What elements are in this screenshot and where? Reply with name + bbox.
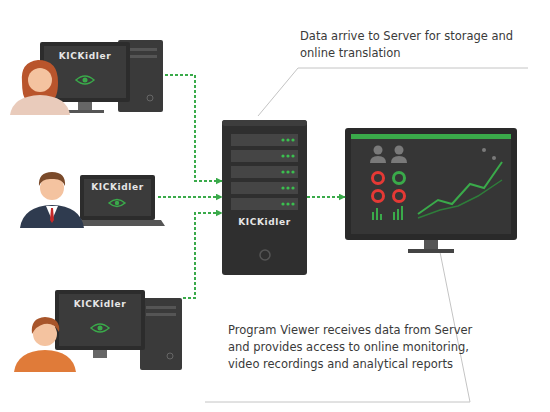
user-icon [374, 146, 383, 155]
hair [32, 317, 59, 334]
server-box: KICKidlerData arrive to Server for stora… [222, 120, 307, 275]
data-flow-arrow [183, 213, 222, 298]
monitor-stand [424, 240, 438, 249]
status-led [286, 186, 289, 189]
bar [376, 208, 378, 220]
ring-indicator [394, 191, 405, 202]
status-led [281, 154, 284, 157]
user-icon [370, 156, 386, 163]
hair [39, 172, 65, 186]
tower-slot [146, 306, 176, 309]
status-led [291, 202, 294, 205]
tower-button [167, 353, 173, 359]
monitor-frame [55, 290, 145, 350]
window-bar [351, 134, 511, 139]
workstation-illustration [10, 40, 163, 115]
ring-indicator [394, 173, 405, 184]
status-led [291, 170, 294, 173]
monitor-base [66, 110, 104, 113]
chart-dot [492, 156, 496, 160]
data-flow-arrow [307, 196, 345, 198]
eye-pupil [115, 201, 119, 205]
leader-line [258, 68, 528, 116]
monitor-base [408, 249, 454, 253]
status-led [281, 202, 284, 205]
viewer-illustration [345, 128, 517, 253]
eye-outline [109, 200, 125, 207]
callout-text: Program Viewer receives data from Server… [228, 322, 490, 373]
laptop-screen [80, 175, 155, 220]
monitor-frame [345, 128, 517, 240]
monitor-stand [78, 102, 92, 110]
logo-text: KICKidler [40, 51, 130, 61]
bar [393, 212, 395, 220]
status-led [286, 170, 289, 173]
eye-icon [91, 324, 109, 332]
workstation-illustration [14, 290, 182, 372]
user-icon [395, 146, 404, 155]
hair [28, 66, 50, 75]
ring-indicator [373, 173, 384, 184]
status-led [281, 138, 284, 141]
status-led [281, 170, 284, 173]
monitor-screen [351, 134, 511, 234]
eye-pupil [98, 326, 103, 331]
server-illustration [222, 120, 307, 275]
rack-unit [231, 166, 298, 178]
bar [380, 214, 382, 220]
face [28, 68, 52, 92]
logo-text: KICKidler [80, 182, 155, 192]
server-body [222, 120, 307, 275]
eye-outline [76, 76, 94, 84]
bar [397, 209, 399, 220]
logo-text: KICKidler [55, 299, 145, 309]
bar [401, 206, 403, 220]
hair [22, 60, 58, 100]
workstation-box: KICKidler [55, 290, 183, 370]
server-top [222, 120, 307, 126]
workstation-box: KICKidler [40, 40, 165, 112]
status-led [291, 186, 294, 189]
data-flow-arrow [165, 75, 222, 181]
rack-unit [231, 182, 298, 194]
eye-pupil [83, 78, 88, 83]
power-button [260, 250, 270, 260]
eye-outline [91, 324, 109, 332]
bar [372, 212, 374, 220]
status-led [291, 154, 294, 157]
workstation-illustration [20, 172, 165, 228]
person-body [14, 350, 76, 372]
pc-tower [140, 298, 182, 370]
user-icon [391, 156, 407, 163]
tower-button [147, 95, 153, 101]
status-led [286, 154, 289, 157]
monitor-stand [93, 350, 107, 358]
data-flow-arrow [158, 196, 222, 198]
status-led [291, 138, 294, 141]
person-body [10, 95, 70, 115]
person-body [20, 205, 84, 228]
rack-unit [231, 198, 298, 210]
eye-icon [109, 200, 125, 207]
rack-unit [231, 150, 298, 162]
status-led [286, 202, 289, 205]
viewer-monitor: Program Viewer receives data from Server… [345, 128, 517, 246]
callout-text: Data arrive to Server for storage and on… [300, 28, 536, 62]
workstation-box: KICKidler [80, 175, 158, 225]
ring-indicator [373, 191, 384, 202]
rack-unit [231, 134, 298, 146]
tie [50, 208, 54, 223]
logo-text: KICKidler [222, 217, 307, 227]
tower-slot [146, 313, 176, 316]
line-chart [418, 180, 502, 218]
rack-units [231, 134, 298, 210]
chart-dot [482, 148, 486, 152]
status-led [281, 186, 284, 189]
status-led [286, 138, 289, 141]
eye-icon [76, 76, 94, 84]
laptop-base [70, 220, 165, 226]
